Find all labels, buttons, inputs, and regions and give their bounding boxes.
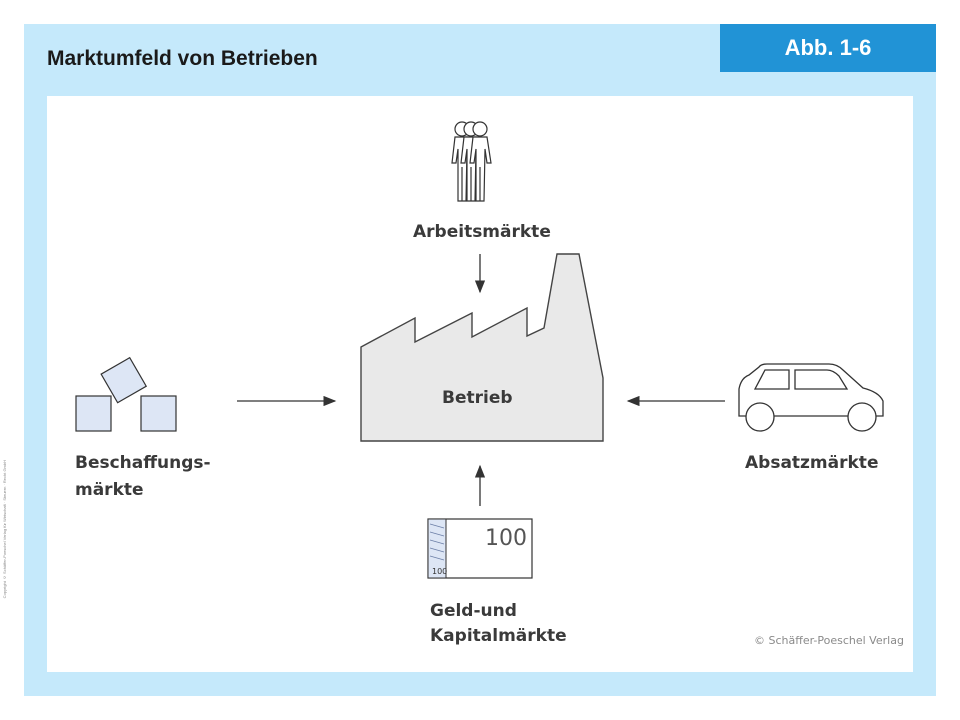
label-absatzmaerkte: Absatzmärkte (745, 453, 879, 473)
publisher-credit: © Schäffer-Poeschel Verlag (754, 634, 904, 647)
factory-icon (360, 253, 604, 442)
banknote-value-large: 100 (485, 526, 527, 551)
figure-number-badge: Abb. 1-6 (720, 24, 936, 72)
label-betrieb: Betrieb (442, 388, 513, 408)
diagram-canvas: 100 100 (75, 121, 884, 579)
workers-icon (451, 121, 492, 202)
label-beschaffung-line2: märkte (75, 480, 144, 500)
label-arbeitsmaerkte: Arbeitsmärkte (413, 222, 551, 242)
label-geld-line2: Kapitalmärkte (430, 626, 567, 646)
figure-title: Marktumfeld von Betrieben (47, 47, 318, 70)
boxes-icon (75, 356, 177, 432)
label-beschaffung-line1: Beschaffungs- (75, 453, 211, 473)
banknote-icon: 100 100 (427, 518, 533, 579)
diagram-panel: 100 100 Arbeitsmärkte Betrieb Beschaffun… (47, 96, 913, 672)
banknote-value-small: 100 (432, 567, 447, 576)
side-copyright: Copyright © Schäffer-Poeschel Verlag für… (2, 460, 7, 599)
car-icon (738, 363, 884, 432)
label-geld-line1: Geld-und (430, 601, 517, 621)
